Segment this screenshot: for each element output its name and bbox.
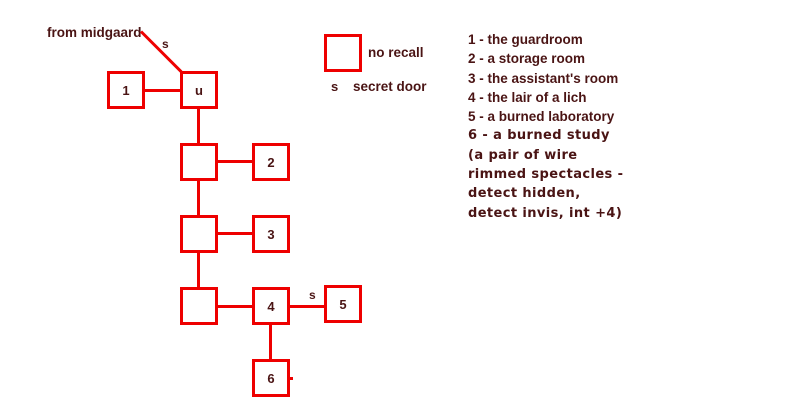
room-box-1: 1 bbox=[107, 71, 145, 109]
room-key-line-9: detect hidden, bbox=[468, 186, 581, 202]
legend-no-recall-box bbox=[324, 34, 362, 72]
room-label-3: 3 bbox=[267, 226, 275, 242]
room-box-6: 6 bbox=[252, 359, 290, 397]
stray-mark bbox=[288, 377, 293, 380]
edge-4-6-line bbox=[269, 325, 272, 359]
legend-no-recall-label: no recall bbox=[368, 45, 424, 60]
edge-b-3-line bbox=[218, 232, 252, 235]
edge-1-u-line bbox=[145, 89, 180, 92]
room-key-line-6: 6 - a burned study bbox=[468, 128, 610, 144]
edge-u-a-line bbox=[197, 109, 200, 143]
room-label-1: 1 bbox=[122, 82, 130, 98]
room-key-line-1: 1 - the guardroom bbox=[468, 32, 583, 47]
room-box-5: 5 bbox=[324, 285, 362, 323]
room-label-4: 4 bbox=[267, 298, 275, 314]
legend-secret-label: secret door bbox=[353, 79, 427, 94]
entrance-label: from midgaard bbox=[47, 25, 142, 40]
room-label-2: 2 bbox=[267, 154, 275, 170]
edge-a-2-line bbox=[218, 160, 252, 163]
room-key-line-5: 5 - a burned laboratory bbox=[468, 109, 615, 125]
room-label-u: u bbox=[195, 82, 203, 98]
room-key-line-10: detect invis, int +4) bbox=[468, 205, 623, 221]
edge-a-b-line bbox=[197, 181, 200, 215]
edge-4-5-line bbox=[290, 305, 324, 308]
room-key-line-4: 4 - the lair of a lich bbox=[468, 89, 587, 105]
edge-c-4-line bbox=[218, 305, 252, 308]
room-label-6: 6 bbox=[267, 370, 275, 386]
secret-door-mark-entrance: s bbox=[162, 37, 169, 51]
edge-b-c-line bbox=[197, 253, 200, 287]
room-key-line-2: 2 - a storage room bbox=[468, 51, 586, 67]
room-box-2: 2 bbox=[252, 143, 290, 181]
room-key-line-3: 3 - the assistant's room bbox=[468, 70, 619, 86]
room-key-line-8: rimmed spectacles - bbox=[468, 167, 624, 183]
room-box-unlabeled-c bbox=[180, 287, 218, 325]
room-key-line-7: (a pair of wire bbox=[468, 147, 578, 163]
secret-door-mark-4-5: s bbox=[309, 288, 316, 302]
room-box-unlabeled-b bbox=[180, 215, 218, 253]
legend-secret-symbol: s bbox=[331, 79, 339, 94]
room-key-list: 1 - the guardroom 2 - a storage room 3 -… bbox=[468, 30, 623, 223]
room-label-5: 5 bbox=[339, 296, 347, 312]
room-box-u: u bbox=[180, 71, 218, 109]
room-box-3: 3 bbox=[252, 215, 290, 253]
room-box-4: 4 bbox=[252, 287, 290, 325]
room-box-unlabeled-a bbox=[180, 143, 218, 181]
